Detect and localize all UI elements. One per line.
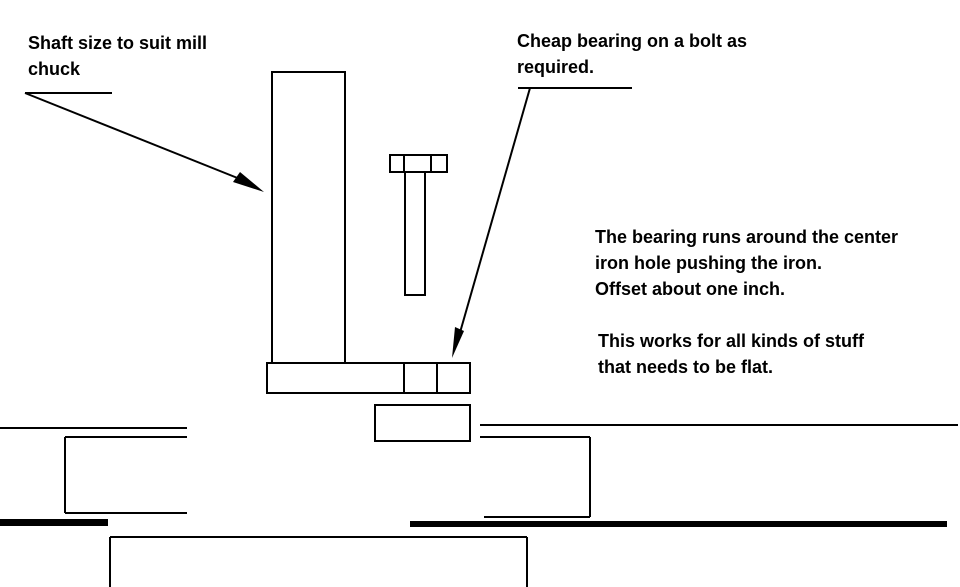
arrowhead-bearing-icon [452,327,464,358]
leader-shaft [24,92,264,192]
leader-bearing [452,87,632,358]
shaft-outline [271,71,346,364]
left-table-section [0,427,187,526]
leader-shaft-line [24,92,251,184]
arrowhead-shaft-icon [233,172,264,192]
leader-bearing-line [458,87,531,337]
bolt-head [389,154,448,173]
bolt-shank [404,171,426,296]
shaft-size-label: Shaft size to suit mill chuck [28,33,208,79]
left-thick-bar [0,519,108,526]
cheap-bearing-label: Cheap bearing on a bolt as required. [517,31,748,77]
center-base-section [109,536,528,587]
right-thick-bar [410,521,947,527]
works-for-stuff-note: This works for all kinds of stuff that n… [598,331,865,377]
bearing-runs-note: The bearing runs around the center iron … [595,227,899,299]
right-table-section [410,424,958,527]
plate-outline [266,362,471,394]
center-block [374,404,471,442]
